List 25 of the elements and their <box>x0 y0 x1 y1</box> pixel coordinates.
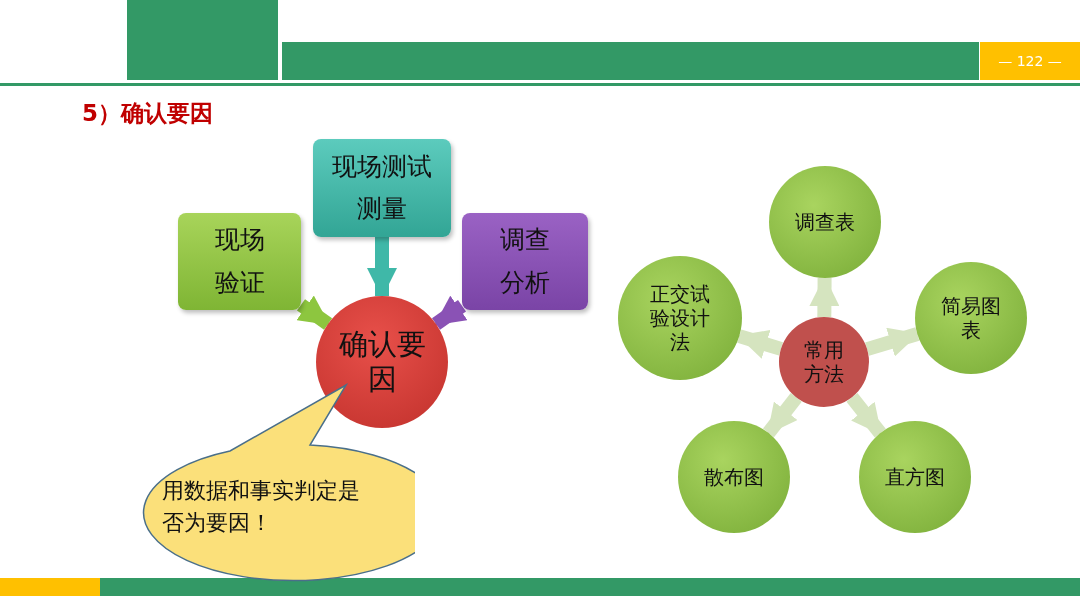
page-number-tab: — 122 — <box>980 42 1080 80</box>
block-arrow <box>809 276 840 318</box>
block-arrow <box>737 329 783 359</box>
node-text: 现场测试测量 <box>331 150 433 225</box>
center-circle <box>779 317 869 407</box>
node-text: 常用方法 <box>803 338 845 386</box>
block-arrow <box>763 393 802 438</box>
node-text: 现场验证 <box>213 224 266 299</box>
block-arrow <box>865 327 920 357</box>
process-box <box>313 139 451 237</box>
node-text: 简易图表 <box>940 294 1002 342</box>
block-arrow <box>367 237 397 298</box>
block-arrow <box>296 295 333 330</box>
slide-title: 5）确认要因 <box>82 99 213 128</box>
node-text: 调查表 <box>794 210 856 234</box>
node-text: 确认要因 <box>337 327 427 397</box>
process-box <box>178 213 301 310</box>
node-text: 散布图 <box>703 465 765 489</box>
node-text: 调查分析 <box>499 224 551 299</box>
node-text: 直方图 <box>884 465 946 489</box>
block-arrow <box>431 295 468 330</box>
block-arrow <box>846 392 886 438</box>
node-text: 正交试验设计法 <box>649 282 711 354</box>
process-box <box>462 213 588 310</box>
node-text: 用数据和事实判定是否为要因！ <box>162 477 361 537</box>
